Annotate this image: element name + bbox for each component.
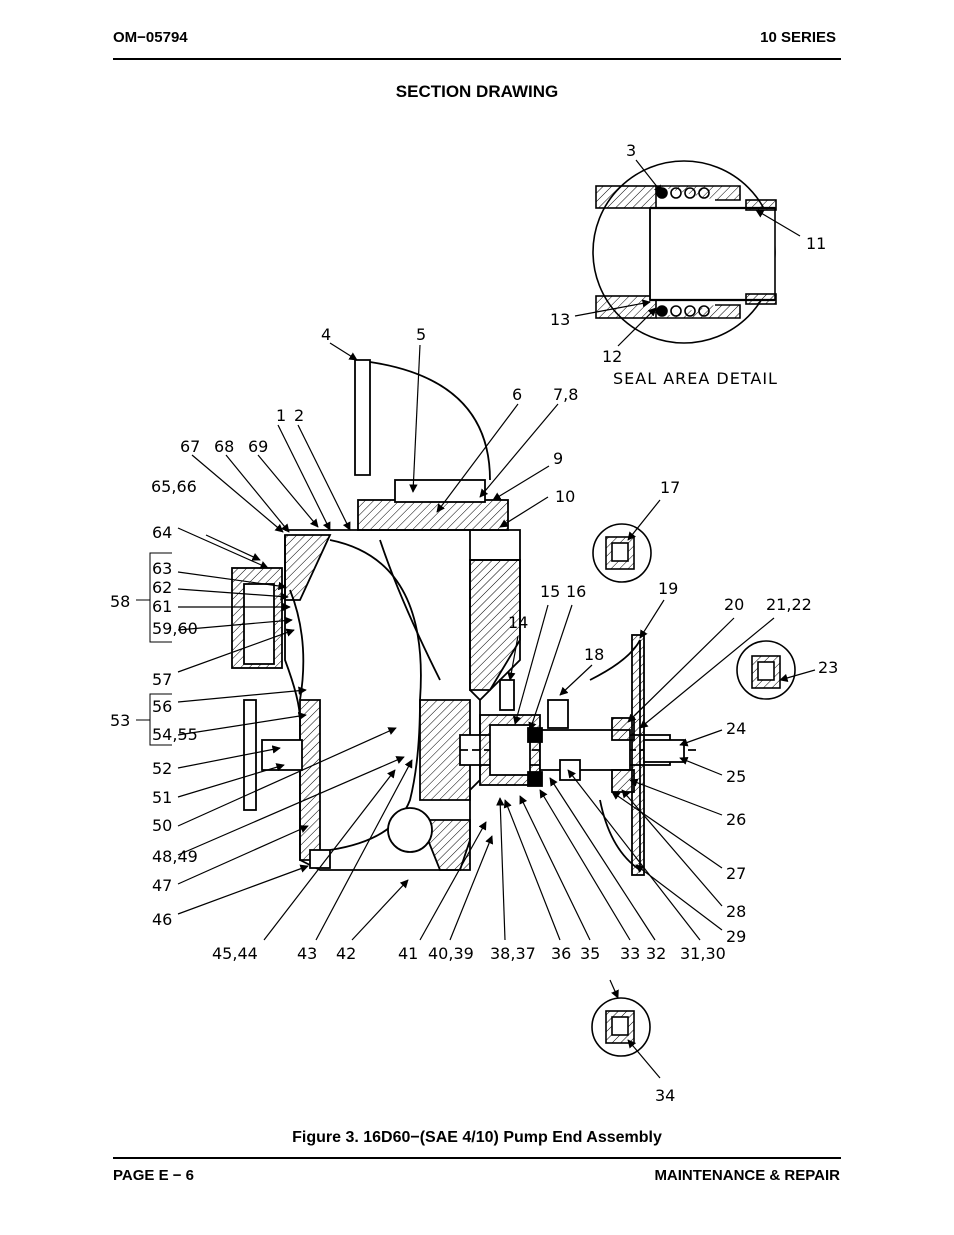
- callout-7-8: 7,8: [553, 385, 578, 404]
- callout-12: 12: [602, 347, 622, 366]
- callout-38-37: 38,37: [490, 944, 536, 963]
- callout-48-49: 48,49: [152, 847, 198, 866]
- callout-15: 15: [540, 582, 560, 601]
- document-number: OM−05794: [113, 29, 188, 46]
- callout-41: 41: [398, 944, 418, 963]
- callout-26: 26: [726, 810, 746, 829]
- callout-36: 36: [551, 944, 571, 963]
- callout-42: 42: [336, 944, 356, 963]
- callout-34: 34: [655, 1086, 675, 1105]
- callout-28: 28: [726, 902, 746, 921]
- callout-19: 19: [658, 579, 678, 598]
- callout-3: 3: [626, 141, 636, 160]
- seal-inset-23: [736, 640, 796, 700]
- callout-45-44: 45,44: [212, 944, 258, 963]
- callout-14: 14: [508, 613, 528, 632]
- pump-casing: [231, 359, 700, 876]
- callout-58: 58: [110, 592, 130, 611]
- callout-50: 50: [152, 816, 172, 835]
- callout-25: 25: [726, 767, 746, 786]
- callout-63: 63: [152, 559, 172, 578]
- callout-67: 67: [180, 437, 200, 456]
- callout-57: 57: [152, 670, 172, 689]
- seal-inset-34: [591, 997, 651, 1057]
- callout-labels: 3 11 13 12 4 5 6 7,8 1 2 67 68 69 9 65,6…: [110, 141, 838, 1105]
- callout-35: 35: [580, 944, 600, 963]
- callout-62: 62: [152, 578, 172, 597]
- callout-24: 24: [726, 719, 746, 738]
- seal-area-detail-title: SEAL AREA DETAIL: [613, 369, 778, 388]
- callout-47: 47: [152, 876, 172, 895]
- callout-17: 17: [660, 478, 680, 497]
- callout-64: 64: [152, 523, 172, 542]
- callout-69: 69: [248, 437, 268, 456]
- section-label: MAINTENANCE & REPAIR: [654, 1167, 840, 1184]
- callout-56: 56: [152, 697, 172, 716]
- callout-21-22: 21,22: [766, 595, 812, 614]
- figure-caption: Figure 3. 16D60−(SAE 4/10) Pump End Asse…: [292, 1129, 662, 1146]
- callout-1: 1: [276, 406, 286, 425]
- leader-lines: [177, 159, 816, 1079]
- seal-area-detail: [592, 160, 777, 344]
- callout-33: 33: [620, 944, 640, 963]
- callout-13: 13: [550, 310, 570, 329]
- seal-inset-17: [592, 523, 652, 583]
- callout-29: 29: [726, 927, 746, 946]
- callout-6: 6: [512, 385, 522, 404]
- callout-23: 23: [818, 658, 838, 677]
- callout-brackets: [136, 552, 172, 746]
- callout-11: 11: [806, 234, 826, 253]
- callout-27: 27: [726, 864, 746, 883]
- callout-61: 61: [152, 597, 172, 616]
- callout-68: 68: [214, 437, 234, 456]
- section-title: SECTION DRAWING: [395, 82, 559, 101]
- callout-52: 52: [152, 759, 172, 778]
- callout-53: 53: [110, 711, 130, 730]
- callout-2: 2: [294, 406, 304, 425]
- callout-16: 16: [566, 582, 586, 601]
- callout-59-60: 59,60: [152, 619, 198, 638]
- callout-46: 46: [152, 910, 172, 929]
- callout-31-30: 31,30: [680, 944, 726, 963]
- callout-20: 20: [724, 595, 744, 614]
- callout-4: 4: [321, 325, 331, 344]
- callout-51: 51: [152, 788, 172, 807]
- callout-54-55: 54,55: [152, 725, 198, 744]
- callout-18: 18: [584, 645, 604, 664]
- callout-43: 43: [297, 944, 317, 963]
- callout-40-39: 40,39: [428, 944, 474, 963]
- header-rule: [113, 58, 841, 60]
- callout-32: 32: [646, 944, 666, 963]
- series-label: 10 SERIES: [760, 29, 836, 46]
- callout-5: 5: [416, 325, 426, 344]
- callout-9: 9: [553, 449, 563, 468]
- callout-10: 10: [555, 487, 575, 506]
- callout-65-66: 65,66: [151, 477, 197, 496]
- footer-rule: [113, 1157, 841, 1159]
- page-number: PAGE E − 6: [113, 1167, 195, 1184]
